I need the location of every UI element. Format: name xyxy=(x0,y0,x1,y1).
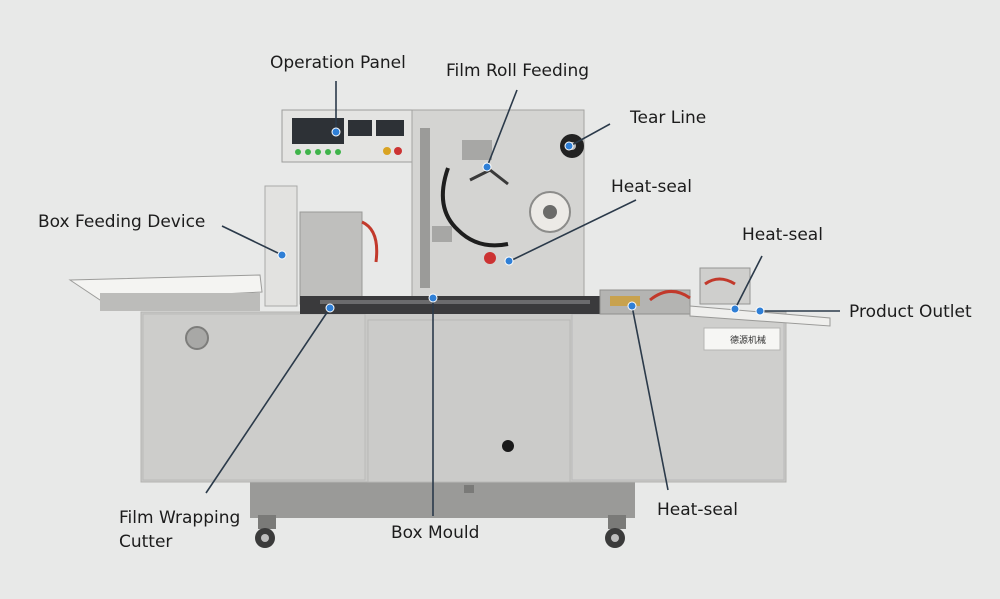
label-box-feeding-device: Box Feeding Device xyxy=(38,212,206,232)
label-film-wrapping-cutter-line2: Cutter xyxy=(119,532,173,552)
label-heat-seal-bottom: Heat-seal xyxy=(657,500,738,520)
leader-heat-seal-right xyxy=(734,255,763,310)
marker-box-mould xyxy=(428,293,438,303)
lock-knob xyxy=(185,326,209,350)
cabinet-door-left xyxy=(142,313,366,481)
label-film-wrapping-cutter-line1: Film Wrapping xyxy=(119,508,241,528)
nameplate xyxy=(703,327,781,351)
marker-heat-seal-bottom xyxy=(627,301,637,311)
marker-dots xyxy=(277,127,765,316)
machine-base xyxy=(250,480,635,518)
leader-film-roll-feeding xyxy=(486,89,518,168)
cutter-housing xyxy=(299,211,363,305)
caster-left xyxy=(255,515,276,548)
label-tear-line: Tear Line xyxy=(630,108,707,128)
label-operation-panel: Operation Panel xyxy=(270,53,406,73)
cabinet-door-center xyxy=(367,319,571,483)
leader-film-wrapping-cutter xyxy=(205,307,331,494)
label-box-mould: Box Mould xyxy=(391,523,480,543)
marker-operation-panel xyxy=(331,127,341,137)
packaging-machine: 德源机械 xyxy=(68,109,831,548)
label-product-outlet: Product Outlet xyxy=(849,302,972,322)
leader-box-feeding-device xyxy=(221,225,283,256)
marker-box-feeding-device xyxy=(277,250,287,260)
label-film-wrapping-cutter: Film Wrapping Cutter xyxy=(119,506,240,554)
label-heat-seal-right: Heat-seal xyxy=(742,225,823,245)
leader-tear-line xyxy=(569,123,611,147)
nameplate-text: 德源机械 xyxy=(730,334,766,346)
callouts xyxy=(205,81,840,516)
marker-film-wrapping-cutter xyxy=(325,303,335,313)
caster-right xyxy=(605,515,626,548)
marker-tear-line xyxy=(564,141,574,151)
box-feeding-tower xyxy=(264,185,298,307)
marker-film-roll-feeding xyxy=(482,162,492,172)
label-film-roll-feeding: Film Roll Feeding xyxy=(446,61,590,81)
keyhole xyxy=(502,440,514,452)
conveyor-top xyxy=(300,296,600,314)
leader-heat-seal-upper xyxy=(509,199,637,262)
heat-seal-unit-upper xyxy=(699,267,751,305)
label-heat-seal-upper: Heat-seal xyxy=(611,177,692,197)
product-outlet-chute xyxy=(689,305,831,327)
marker-heat-seal-upper xyxy=(504,256,514,266)
marker-heat-seal-right xyxy=(730,304,740,314)
marker-product-outlet xyxy=(755,306,765,316)
leader-heat-seal-bottom xyxy=(631,305,669,491)
